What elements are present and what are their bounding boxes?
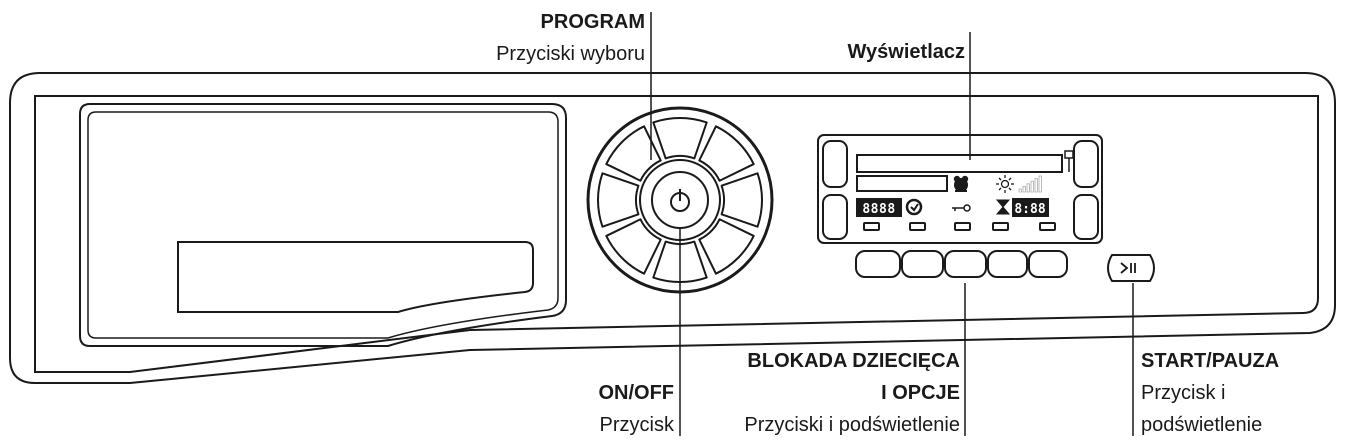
display-right-top-button[interactable] (1073, 140, 1099, 188)
detergent-drawer[interactable] (79, 103, 567, 347)
digits-left: 8888 (862, 202, 895, 217)
option-button-4[interactable] (987, 250, 1028, 278)
secondary-text-bar (856, 175, 948, 192)
option-led-3 (954, 222, 971, 231)
option-button-2[interactable] (901, 250, 944, 278)
panel-inner-outline (34, 95, 1319, 373)
option-led-4 (992, 222, 1009, 231)
program-button-3[interactable] (720, 172, 763, 228)
option-button-3[interactable] (944, 250, 987, 278)
program-button-5[interactable] (652, 240, 708, 283)
option-led-1 (863, 222, 880, 231)
program-button-8[interactable] (605, 125, 662, 182)
program-label: PROGRAM (540, 11, 645, 33)
program-button-2[interactable] (698, 125, 755, 182)
childlock-label-line2: I OPCJE (881, 382, 960, 404)
digits-right-background (1012, 198, 1049, 217)
program-buttons-ring[interactable] (597, 117, 763, 283)
startpause-label: START/PAUZA (1141, 350, 1280, 372)
display-right-bottom-button[interactable] (1073, 194, 1099, 240)
digits-left-background (856, 198, 902, 217)
signal-bar (1018, 188, 1022, 193)
option-led-5 (1039, 222, 1056, 231)
signal-bar (1026, 183, 1030, 193)
sun-icon (996, 175, 1014, 193)
signal-bar (1034, 178, 1038, 193)
option-button-1[interactable] (855, 250, 901, 278)
signal-antenna-icon (1064, 150, 1074, 172)
display-left-bottom-button[interactable] (822, 194, 848, 240)
signal-bars-icon (1018, 175, 1042, 193)
start-pause-button[interactable] (1107, 254, 1155, 282)
signal-bar (1038, 175, 1042, 193)
key-icon (952, 204, 971, 212)
program-button-6[interactable] (605, 218, 662, 275)
display-label: Wyświetlacz (847, 41, 965, 63)
display-bezel (817, 134, 1103, 244)
startpause-sublabel-line1: Przycisk i (1141, 382, 1226, 404)
baby-icon (953, 175, 969, 192)
childlock-label-line1: BLOKADA DZIECIĘCA (747, 350, 960, 372)
option-button-5[interactable] (1028, 250, 1068, 278)
play-pause-icon (1120, 262, 1136, 274)
digits-right: 8:88 (1014, 202, 1045, 217)
program-text-bar (856, 154, 1063, 173)
drawer-handle (177, 241, 534, 313)
option-led-2 (909, 222, 926, 231)
panel-outline (9, 72, 1336, 384)
childlock-sublabel: Przyciski i podświetlenie (744, 414, 960, 436)
display-left-top-button[interactable] (822, 140, 848, 188)
signal-bar (1030, 180, 1034, 193)
program-button-7[interactable] (597, 172, 640, 228)
startpause-sublabel-line2: podświetlenie (1141, 414, 1263, 436)
onoff-label: ON/OFF (598, 382, 674, 404)
power-icon[interactable] (670, 189, 690, 212)
program-button-4[interactable] (698, 218, 755, 275)
cycle-icon (905, 198, 923, 216)
program-sublabel: Przyciski wyboru (496, 43, 645, 65)
program-button-1[interactable] (652, 117, 708, 160)
onoff-sublabel: Przycisk (599, 414, 674, 436)
signal-bar (1022, 185, 1026, 193)
hourglass-icon (995, 199, 1011, 215)
